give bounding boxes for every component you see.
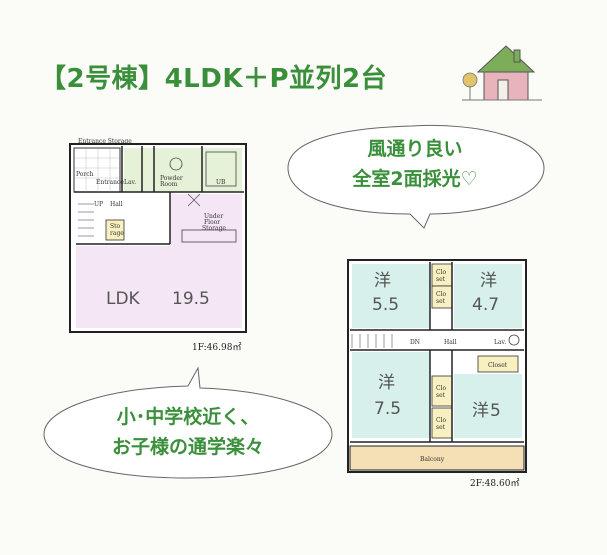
closet-label: Closet <box>488 362 508 369</box>
listing-title: 【2号棟】4LDK＋P並列2台 <box>40 64 388 94</box>
powder-room-label-1: Powder <box>160 175 183 182</box>
hall-label: Hall <box>110 201 123 208</box>
ldk-label: LDK <box>106 289 141 309</box>
underfloor-label-2: Floor <box>204 219 220 226</box>
ub-label: UB <box>216 179 226 186</box>
closet-4b: set <box>436 424 446 431</box>
underfloor-label-3: Storage <box>202 225 226 232</box>
room-bl-size: 7.5 <box>374 399 401 419</box>
bubble-bottom-line1: 小･中学校近く、 <box>116 406 260 428</box>
storage-label-2: rage <box>110 230 124 237</box>
lav-label-2f: Lav. <box>494 339 506 346</box>
powder-room-label-2: Room <box>160 181 178 188</box>
house-icon <box>462 45 542 101</box>
hall-label-2f: Hall <box>444 339 457 346</box>
closet-4a: Clo <box>436 417 447 424</box>
entrance-label: Entrance <box>96 179 124 186</box>
closet-1b: set <box>436 276 446 283</box>
floor-1-plan: Entrance Storage Porch Entrance Lav. Pow… <box>66 134 266 354</box>
floor-2-area: 2F:48.60㎡ <box>470 478 519 489</box>
ldk-size: 19.5 <box>172 289 210 309</box>
speech-bubble-top <box>287 124 545 229</box>
closet-2b: set <box>436 298 446 305</box>
porch-label: Porch <box>76 171 94 178</box>
bubble-bottom-line2: お子様の通学楽々 <box>111 436 264 458</box>
balcony-label: Balcony <box>420 456 445 463</box>
room-br-name: 洋 <box>472 401 489 421</box>
room-br-size: 5 <box>490 401 501 421</box>
closet-3a: Clo <box>436 385 447 392</box>
room-tl-size: 5.5 <box>372 295 399 315</box>
closet-3b: set <box>436 392 446 399</box>
entrance-storage-label: Entrance Storage <box>78 138 132 145</box>
underfloor-label-1: Under <box>204 213 223 220</box>
room-tl-name: 洋 <box>374 271 391 291</box>
bubble-top-line1: 風通り良い <box>367 138 463 160</box>
floor-2-plan: 洋 5.5 洋 4.7 洋 7.5 洋 5 Clo set Clo set Cl… <box>344 256 534 492</box>
room-bl-name: 洋 <box>378 373 395 393</box>
room-tr-name: 洋 <box>480 271 497 291</box>
closet-1a: Clo <box>436 269 447 276</box>
up-label: UP <box>94 201 103 208</box>
lav-label: Lav. <box>124 179 136 186</box>
dn-label: DN <box>410 339 420 346</box>
storage-label-1: Sto <box>110 223 121 230</box>
closet-2a: Clo <box>436 291 447 298</box>
floor-1-area: 1F:46.98㎡ <box>192 342 241 353</box>
bubble-top-line2: 全室2面採光♡ <box>352 168 478 190</box>
ldk-area <box>76 246 242 328</box>
room-tr-size: 4.7 <box>472 295 499 315</box>
speech-bubble-bottom <box>43 366 333 479</box>
